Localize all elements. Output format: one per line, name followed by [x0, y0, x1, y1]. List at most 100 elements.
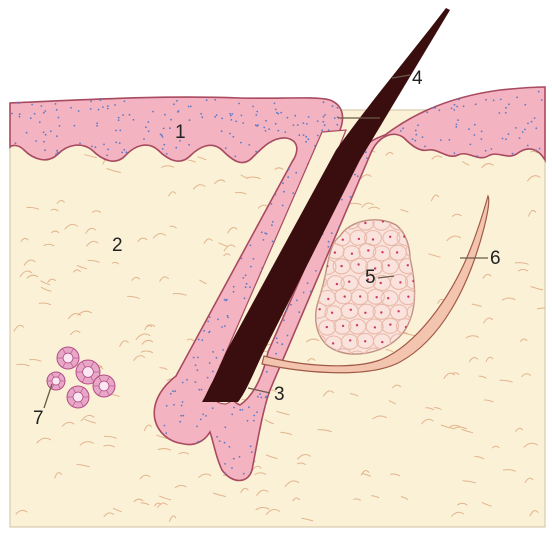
epidermis-dot — [198, 339, 200, 341]
epidermis-dot — [180, 415, 182, 417]
epidermis-dot — [402, 127, 404, 129]
epidermis-dot — [239, 456, 241, 458]
epidermis-dot — [181, 405, 183, 407]
epidermis-dot — [440, 139, 442, 141]
epidermis-dot — [224, 463, 226, 465]
epidermis-dot — [207, 321, 209, 323]
epidermis-dot — [166, 405, 168, 407]
epidermis-dot — [305, 136, 307, 138]
epidermis-dot — [322, 121, 324, 123]
epidermis-dot — [366, 157, 368, 159]
epidermis-dot — [78, 110, 80, 112]
epidermis-dot — [317, 120, 319, 122]
gland-cell-nucleus — [350, 309, 352, 311]
epidermis-dot — [118, 117, 120, 119]
epidermis-dot — [164, 114, 166, 116]
gland-cell-nucleus — [364, 222, 366, 224]
epidermis-dot — [292, 192, 294, 194]
epidermis-dot — [96, 125, 98, 127]
epidermis-dot — [247, 420, 249, 422]
epidermis-dot — [11, 113, 13, 115]
epidermis-dot — [31, 104, 33, 106]
epidermis-dot — [424, 146, 426, 148]
epidermis-dot — [256, 411, 258, 413]
epidermis-dot — [280, 112, 282, 114]
epidermis-dot — [212, 371, 214, 373]
epidermis-dot — [260, 397, 262, 399]
epidermis-dot — [198, 441, 200, 443]
epidermis-dot — [96, 122, 98, 124]
epidermis-dot — [505, 107, 507, 109]
epidermis-dot — [233, 291, 235, 293]
epidermis-dot — [256, 111, 258, 113]
epidermis-dot — [196, 426, 198, 428]
epidermis-dot — [502, 138, 504, 140]
epidermis-dot — [214, 99, 216, 101]
epidermis-dot — [282, 205, 284, 207]
epidermis-dot — [173, 103, 175, 105]
epidermis-dot — [70, 107, 72, 109]
epidermis-dot — [43, 141, 45, 143]
epidermis-dot — [212, 407, 214, 409]
gland-cell-nucleus — [342, 325, 344, 327]
epidermis-dot — [241, 115, 243, 117]
epidermis-dot — [255, 114, 257, 116]
epidermis-dot — [516, 96, 518, 98]
gland-cell-nucleus — [376, 296, 378, 298]
epidermis-dot — [287, 117, 289, 119]
epidermis-dot — [201, 339, 203, 341]
epidermis-dot — [55, 153, 57, 155]
epidermis-dot — [201, 389, 203, 391]
sweat-gland-lumen — [52, 377, 60, 385]
gland-cell-nucleus — [351, 253, 353, 255]
epidermis-dot — [324, 124, 326, 126]
epidermis-dot — [164, 425, 166, 427]
epidermis-dot — [365, 151, 367, 153]
epidermis-dot — [508, 133, 510, 135]
gland-cell-nucleus — [332, 342, 334, 344]
epidermis-dot — [283, 319, 285, 321]
epidermis-dot — [231, 467, 233, 469]
epidermis-dot — [308, 138, 310, 140]
epidermis-dot — [173, 404, 175, 406]
epidermis-dot — [275, 109, 277, 111]
epidermis-dot — [118, 119, 120, 121]
epidermis-dot — [163, 127, 165, 129]
epidermis-dot — [195, 364, 197, 366]
epidermis-dot — [224, 299, 226, 301]
epidermis-dot — [129, 114, 131, 116]
epidermis-dot — [493, 100, 495, 102]
epidermis-dot — [119, 130, 121, 132]
epidermis-dot — [535, 127, 537, 129]
epidermis-dot — [203, 330, 205, 332]
epidermis-dot — [119, 142, 121, 144]
epidermis-dot — [519, 137, 521, 139]
epidermis-dot — [259, 393, 261, 395]
epidermis-dot — [527, 145, 529, 147]
epidermis-dot — [231, 113, 233, 115]
epidermis-dot — [276, 337, 278, 339]
epidermis-dot — [170, 393, 172, 395]
gland-cell-nucleus — [380, 311, 382, 313]
epidermis-dot — [238, 103, 240, 105]
epidermis-dot — [261, 231, 263, 233]
epidermis-dot — [298, 311, 300, 313]
epidermis-dot — [508, 103, 510, 105]
epidermis-dot — [55, 103, 57, 105]
epidermis-dot — [321, 129, 323, 131]
label-2: 2 — [112, 235, 123, 256]
epidermis-dot — [106, 155, 108, 157]
sweat-gland-lumen — [73, 392, 83, 402]
epidermis-dot — [297, 124, 299, 126]
epidermis-dot — [147, 121, 149, 123]
epidermis-dot — [307, 282, 309, 284]
epidermis-dot — [535, 150, 537, 152]
epidermis-dot — [454, 152, 456, 154]
epidermis-dot — [265, 120, 267, 122]
epidermis-dot — [197, 369, 199, 371]
epidermis-dot — [122, 114, 124, 116]
epidermis-dot — [190, 106, 192, 108]
epidermis-dot — [298, 134, 300, 136]
epidermis-dot — [35, 140, 37, 142]
epidermis-dot — [44, 110, 46, 112]
